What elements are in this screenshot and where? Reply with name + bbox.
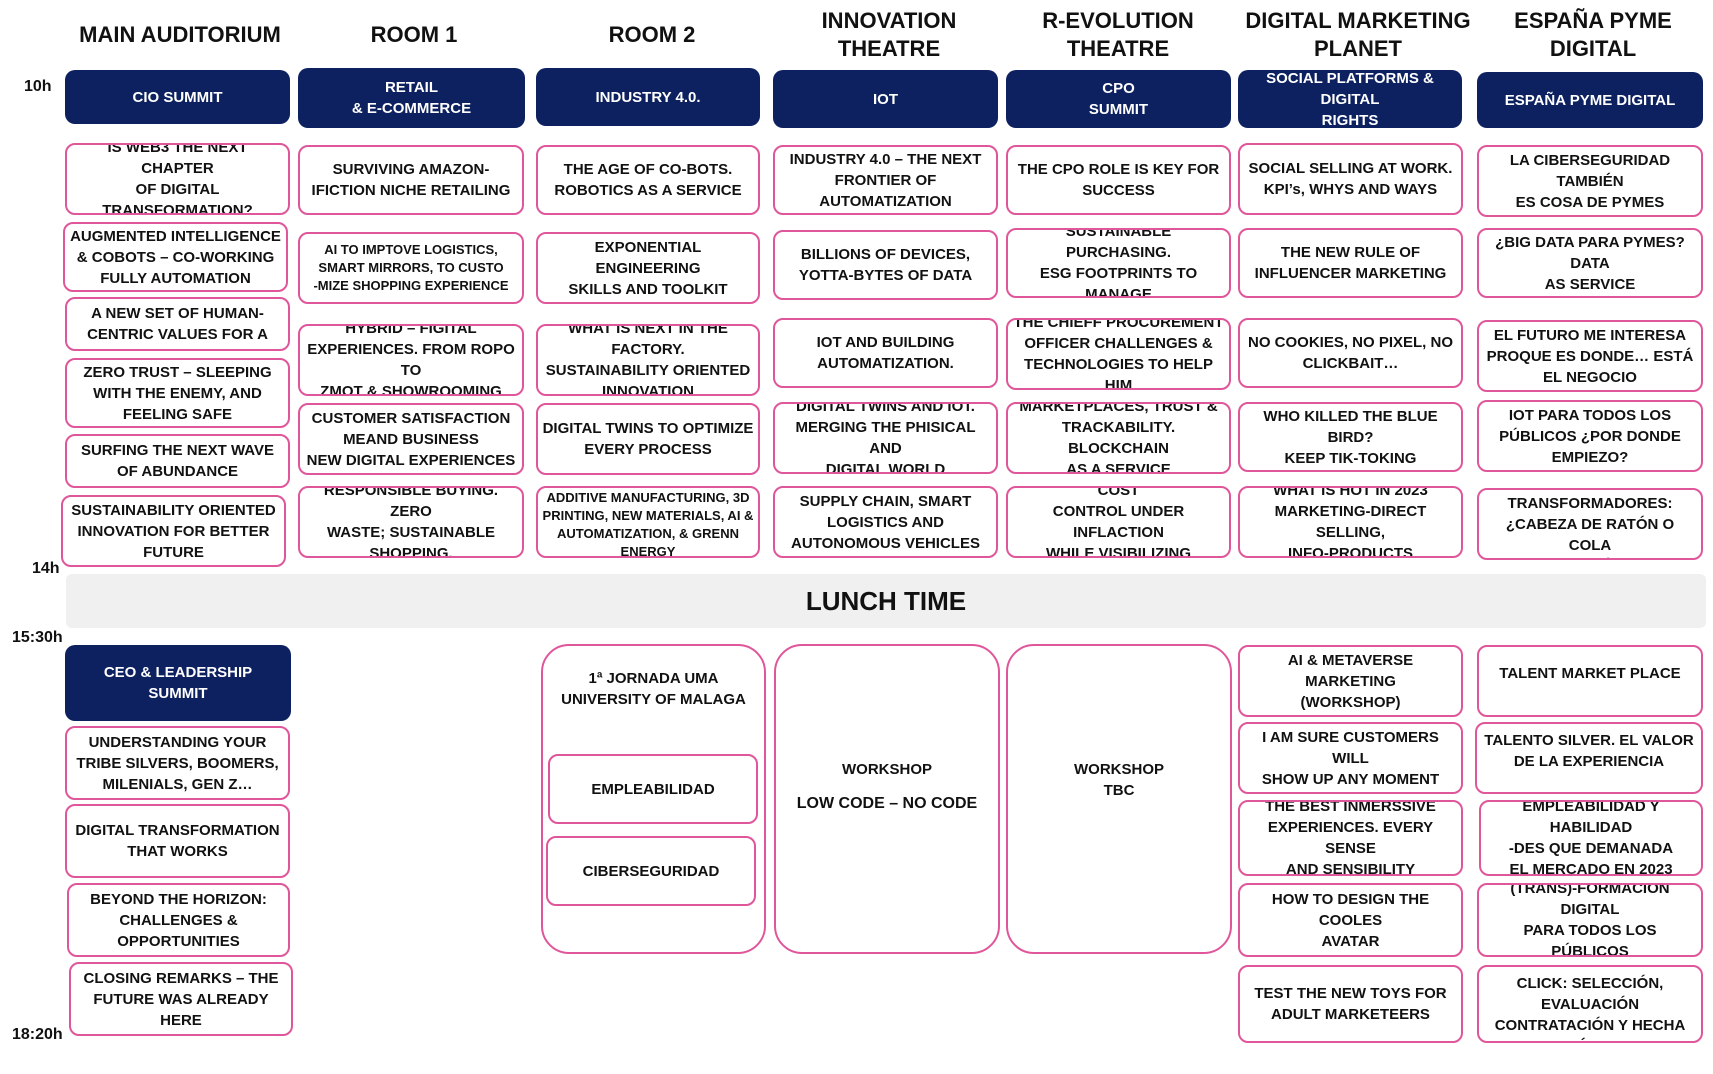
- session-box: TALENTO SILVER. EL VALOR DE LA EXPERIENC…: [1475, 722, 1703, 794]
- session-box: IOT PARA TODOS LOS PÚBLICOS ¿POR DONDE E…: [1477, 400, 1703, 472]
- revolution-workshop-block: [1006, 644, 1232, 954]
- session-box: SOCIAL SELLING AT WORK. KPI’s, WHYS AND …: [1238, 143, 1463, 215]
- session-box: ZERO TRUST – SLEEPING WITH THE ENEMY, AN…: [65, 358, 290, 428]
- workshop-title: WORKSHOP TBC: [1074, 761, 1164, 799]
- session-box: DIGITAL TWINS AND IOT. MERGING THE PHISI…: [773, 402, 998, 474]
- session-box: MANAGING BUDGETS & COST CONTROL UNDER IN…: [1006, 486, 1231, 558]
- session-box: AI TO IMPTOVE LOGISTICS, SMART MIRRORS, …: [298, 232, 524, 304]
- lunch-banner: LUNCH TIME: [66, 574, 1706, 628]
- session-box: TALENT MARKET PLACE: [1477, 645, 1703, 717]
- workshop-subtitle: LOW CODE – NO CODE: [796, 795, 978, 812]
- session-box: CLOSING REMARKS – THE FUTURE WAS ALREADY…: [69, 962, 293, 1036]
- session-box: ADDITIVE MANUFACTURING, 3D PRINTING, NEW…: [536, 486, 760, 558]
- session-box: DIGITAL TWINS TO OPTIMIZE EVERY PROCESS: [536, 403, 760, 475]
- session-box: MARKETPLACES, TRUST & TRACKABILITY. BLOC…: [1006, 402, 1231, 474]
- session-box: THE AGE OF CO-BOTS. ROBOTICS AS A SERVIC…: [536, 145, 760, 215]
- session-box: THE CHIEFF PROCUREMENT OFFICER CHALLENGE…: [1006, 318, 1231, 390]
- session-box: SURVIVING AMAZON- IFICTION NICHE RETAILI…: [298, 145, 524, 215]
- session-box: IS WEB3 THE NEXT CHAPTER OF DIGITAL TRAN…: [65, 143, 290, 215]
- session-box: ¿BIG DATA PARA PYMES? DATA AS SERVICE: [1477, 228, 1703, 298]
- session-box: THE BEST INMERSSIVE EXPERIENCES. EVERY S…: [1238, 800, 1463, 876]
- track-header: ESPAÑA PYME DIGITAL: [1477, 72, 1703, 128]
- session-box: CIBERSEGURIDAD: [546, 836, 756, 906]
- track-header: SOCIAL PLATFORMS & DIGITAL RIGHTS: [1238, 70, 1462, 129]
- track-header: CIO SUMMIT: [65, 70, 290, 124]
- session-box: LÍDERES TRANSFORMADORES: ¿CABEZA DE RATÓ…: [1477, 488, 1703, 560]
- session-box: HOW TO DESIGN THE COOLES AVATAR: [1238, 883, 1463, 957]
- session-box: NO COOKIES, NO PIXEL, NO CLICKBAIT…: [1238, 318, 1463, 388]
- session-box: EL FUTURO ME INTERESA PROQUE ES DONDE… E…: [1477, 320, 1703, 392]
- track-header: INDUSTRY 4.0.: [536, 68, 760, 126]
- session-box: TALENTO JEDI DIGITAL A UN CLICK: SELECCI…: [1477, 965, 1703, 1043]
- session-box: THE CPO ROLE IS KEY FOR SUCCESS: [1006, 145, 1231, 215]
- session-box: LA CIBERSEGURIDAD TAMBIÉN ES COSA DE PYM…: [1477, 145, 1703, 217]
- session-box: A NEW SET OF HUMAN- CENTRIC VALUES FOR A: [65, 297, 290, 351]
- session-box: WHO KILLED THE BLUE BIRD? KEEP TIK-TOKIN…: [1238, 402, 1463, 472]
- column-header-main-auditorium: MAIN AUDITORIUM: [79, 22, 281, 47]
- column-header-revolution-theatre: R-EVOLUTION THEATRE: [1042, 8, 1194, 61]
- session-box: HYBRID – FIGITAL EXPERIENCES. FROM ROPO …: [298, 324, 524, 396]
- session-box: INDUSTRY 4.0 – THE NEXT FRONTIER OF AUTO…: [773, 145, 998, 215]
- session-box: (TRANS)-FORMACIÓN DIGITAL PARA TODOS LOS…: [1477, 883, 1703, 957]
- time-label: 18:20h: [12, 1026, 63, 1043]
- time-label: 15:30h: [12, 629, 63, 646]
- column-header-innovation-theatre: INNOVATION THEATRE: [821, 8, 957, 61]
- session-box: THE NEW RULE OF INFLUENCER MARKETING: [1238, 228, 1463, 298]
- session-box: RESPONSIBLE BUYING. ZERO WASTE; SUSTAINA…: [298, 486, 524, 558]
- track-header: IOT: [773, 70, 998, 128]
- innovation-workshop-block: [774, 644, 1000, 954]
- workshop-title: WORKSHOP: [842, 761, 932, 778]
- session-box: SUPPLY CHAIN, SMART LOGISTICS AND AUTONO…: [773, 486, 998, 558]
- session-box: EXPONENTIAL ENGINEERING SKILLS AND TOOLK…: [536, 232, 760, 304]
- time-label: 14h: [32, 560, 60, 577]
- column-header-room2: ROOM 2: [608, 22, 696, 47]
- session-box: I AM SURE CUSTOMERS WILL SHOW UP ANY MOM…: [1238, 722, 1463, 794]
- session-box: IOT AND BUILDING AUTOMATIZATION.: [773, 318, 998, 388]
- track-header: RETAIL & E-COMMERCE: [298, 68, 525, 128]
- session-box: AUGMENTED INTELLIGENCE & COBOTS – CO-WOR…: [63, 222, 288, 292]
- track-header: CPO SUMMIT: [1006, 70, 1231, 128]
- session-box: SUSTAINABILITY ORIENTED INNOVATION FOR B…: [61, 495, 286, 567]
- track-header: CEO & LEADERSHIP SUMMIT: [65, 645, 291, 721]
- column-header-espana-pyme: ESPAÑA PYME DIGITAL: [1514, 8, 1672, 61]
- session-box: SURFING THE NEXT WAVE OF ABUNDANCE: [65, 434, 290, 488]
- session-box: BEYOND THE HORIZON: CHALLENGES & OPPORTU…: [67, 883, 290, 957]
- room2-afternoon-title: 1ª JORNADA UMA UNIVERSITY OF MALAGA: [561, 670, 746, 708]
- session-box: CUSTOMER SATISFACTION MEAND BUSINESS NEW…: [298, 403, 524, 475]
- session-box: AI & METAVERSE MARKETING (WORKSHOP): [1238, 645, 1463, 717]
- session-box: UNDERSTANDING YOUR TRIBE SILVERS, BOOMER…: [65, 726, 290, 800]
- column-header-room1: ROOM 1: [370, 22, 458, 47]
- time-label: 10h: [24, 78, 52, 95]
- session-box: SUSTAINABLE PURCHASING. ESG FOOTPRINTS T…: [1006, 228, 1231, 298]
- session-box: EMPLEABILIDAD: [548, 754, 758, 824]
- session-box: BILLIONS OF DEVICES, YOTTA-BYTES OF DATA: [773, 230, 998, 300]
- column-header-digital-marketing: DIGITAL MARKETING PLANET: [1245, 8, 1471, 61]
- session-box: WHAT IS NEXT IN THE FACTORY. SUSTAINABIL…: [536, 324, 760, 396]
- session-box: DIGITAL TRANSFORMATION THAT WORKS: [65, 804, 290, 878]
- session-box: WHAT IS HOT IN 2023 MARKETING-DIRECT SEL…: [1238, 486, 1463, 558]
- session-box: TEST THE NEW TOYS FOR ADULT MARKETEERS: [1238, 965, 1463, 1043]
- session-box: EMPLEABILIDAD Y HABILIDAD -DES QUE DEMAN…: [1479, 800, 1703, 876]
